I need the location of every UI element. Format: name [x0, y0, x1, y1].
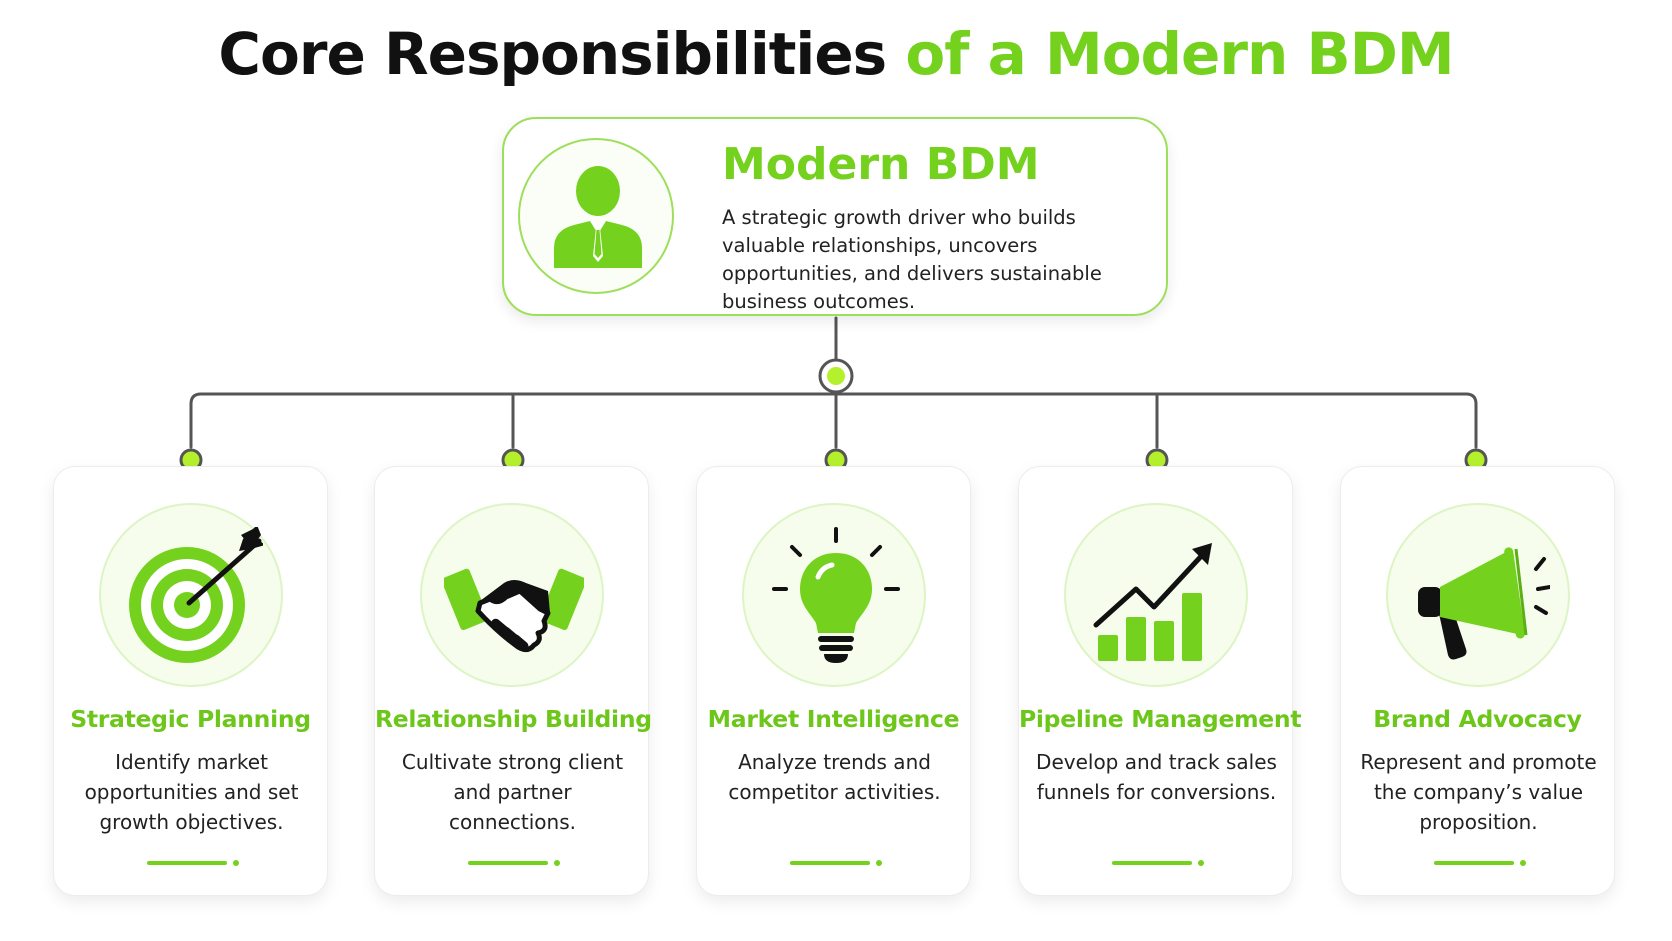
card-title: Market Intelligence: [707, 705, 960, 733]
page-title-dark-part: Core Responsibilities: [218, 20, 887, 88]
card-relationship-building: Relationship Building Cultivate strong c…: [374, 466, 652, 896]
card-description: Cultivate strong client and partner conn…: [401, 750, 624, 834]
icon-circle: [99, 503, 283, 687]
card-brand-advocacy: Brand Advocacy Represent and promote the…: [1340, 466, 1615, 896]
megaphone-icon: [1418, 547, 1550, 660]
icon-circle: [420, 503, 604, 687]
card-market-intelligence: Market Intelligence Analyze trends and c…: [696, 466, 971, 896]
hub-avatar-ring: [518, 138, 674, 294]
card-description: Develop and track sales funnels for conv…: [1036, 750, 1277, 804]
card-title: Pipeline Management: [1019, 705, 1302, 733]
lightbulb-icon: [772, 527, 900, 663]
icon-circle: [1064, 503, 1248, 687]
growth-chart-icon: [1093, 543, 1212, 661]
card-title: Relationship Building: [375, 705, 652, 733]
card-underline: [468, 861, 548, 865]
connector-bus: [189, 392, 1478, 449]
page-title: Core Responsibilities of a Modern BDM: [0, 20, 1672, 88]
icon-circle: [1386, 503, 1570, 687]
businessman-icon: [554, 166, 642, 268]
card-underline: [1434, 861, 1514, 865]
card-underline-dot: [233, 860, 239, 866]
icon-circle: [742, 503, 926, 687]
hub-description: A strategic growth driver who builds val…: [722, 206, 1102, 313]
connector-hub-node: [818, 358, 854, 394]
card-description: Represent and promote the company’s valu…: [1360, 750, 1597, 834]
target-arrow-icon: [129, 527, 263, 663]
card-underline: [1112, 861, 1192, 865]
card-strategic-planning: Strategic Planning Identify market oppor…: [53, 466, 328, 896]
card-underline: [790, 861, 870, 865]
card-underline-dot: [876, 860, 882, 866]
card-underline-dot: [554, 860, 560, 866]
card-description: Analyze trends and competitor activities…: [728, 750, 941, 804]
hub-card: Modern BDM A strategic growth driver who…: [502, 117, 1168, 316]
card-underline: [147, 861, 227, 865]
page-title-green-part: of a Modern BDM: [905, 20, 1454, 88]
card-underline-dot: [1198, 860, 1204, 866]
card-pipeline-management: Pipeline Management Develop and track sa…: [1018, 466, 1302, 896]
hub-title: Modern BDM: [722, 139, 1040, 190]
card-description: Identify market opportunities and set gr…: [84, 750, 299, 834]
card-title: Brand Advocacy: [1373, 705, 1582, 733]
card-title: Strategic Planning: [70, 705, 311, 733]
handshake-icon: [444, 568, 584, 653]
card-underline-dot: [1520, 860, 1526, 866]
